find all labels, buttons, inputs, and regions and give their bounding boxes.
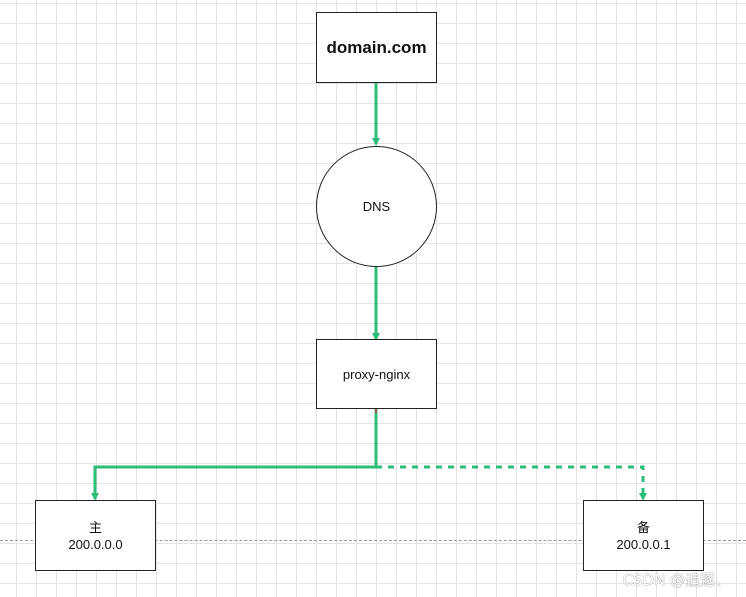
domain-label: domain.com [326, 38, 427, 57]
dns-label: DNS [362, 199, 391, 214]
primary-title: 主 [88, 519, 102, 535]
dns-node[interactable]: DNS [316, 146, 437, 267]
domain-node[interactable]: domain.com [316, 12, 437, 83]
backup-title: 备 [636, 519, 650, 535]
primary-ip: 200.0.0.0 [68, 536, 123, 552]
proxy-nginx-node[interactable]: proxy-nginx [316, 339, 437, 409]
edge-proxy-to-primary[interactable] [91, 409, 378, 501]
csdn-watermark: CSDN @追逐、 [622, 571, 730, 589]
edge-proxy-to-backup[interactable] [376, 465, 647, 501]
proxy-label: proxy-nginx [342, 366, 411, 382]
backup-server-node[interactable]: 备 200.0.0.1 [583, 500, 704, 571]
backup-ip: 200.0.0.1 [616, 536, 671, 552]
primary-server-node[interactable]: 主 200.0.0.0 [35, 500, 156, 571]
page-break-line [0, 540, 746, 541]
